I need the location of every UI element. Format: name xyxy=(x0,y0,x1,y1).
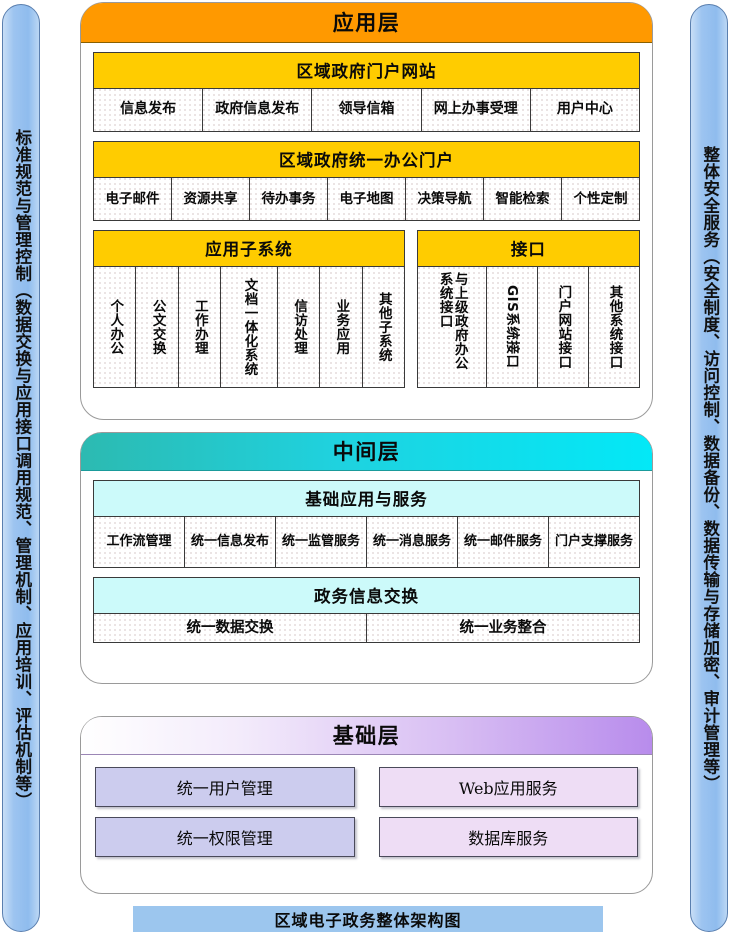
cell-basic-0[interactable]: 工作流管理 xyxy=(94,517,185,567)
module-basic-services: 基础应用与服务 工作流管理 统一信息发布 统一监管服务 统一消息服务 统一邮件服… xyxy=(93,480,640,568)
base-box-unified-permission-management[interactable]: 统一权限管理 xyxy=(95,817,355,857)
cell-interface-1[interactable]: GIS系统接口 xyxy=(486,267,538,387)
base-layer: 基础层 统一用户管理 Web应用服务 统一权限管理 数据库服务 xyxy=(80,716,653,894)
diagram-caption: 区域电子政务整体架构图 xyxy=(133,906,603,932)
base-layer-body: 统一用户管理 Web应用服务 统一权限管理 数据库服务 xyxy=(81,755,652,871)
right-pillar-label: 整体安全服务（安全制度、访问控制、数据备份、数据传输与存储加密、审计管理等） xyxy=(700,146,720,792)
cell-exchange-1[interactable]: 统一业务整合 xyxy=(367,614,639,642)
cell-interface-2[interactable]: 门户网站接口 xyxy=(537,267,589,387)
cell-subsystem-5[interactable]: 业务应用 xyxy=(320,267,363,387)
application-subsystem-header: 应用子系统 xyxy=(94,231,404,267)
module-application-subsystem: 应用子系统 个人办公 公文交换 工作办理 文档一体化系统 信访处理 业务应用 其… xyxy=(93,230,405,388)
cell-subsystem-5-label: 业务应用 xyxy=(333,299,350,355)
cell-interface-3[interactable]: 其他系统接口 xyxy=(588,267,639,387)
cell-interface-2-label: 门户网站接口 xyxy=(555,285,572,369)
base-box-unified-user-management[interactable]: 统一用户管理 xyxy=(95,767,355,807)
unified-office-portal-header: 区域政府统一办公门户 xyxy=(94,142,639,178)
cell-basic-1[interactable]: 统一信息发布 xyxy=(185,517,276,567)
cell-basic-5[interactable]: 门户支撑服务 xyxy=(549,517,639,567)
cell-interface-0[interactable]: 与上级政府办公系统接口 xyxy=(417,267,487,387)
base-box-database-service[interactable]: 数据库服务 xyxy=(378,817,638,857)
cell-basic-2[interactable]: 统一监管服务 xyxy=(276,517,367,567)
cell-subsystem-0[interactable]: 个人办公 xyxy=(94,267,137,387)
cell-office-1[interactable]: 资源共享 xyxy=(172,178,250,220)
middle-layer-title: 中间层 xyxy=(81,433,652,471)
module-info-exchange: 政务信息交换 统一数据交换 统一业务整合 xyxy=(93,577,640,643)
base-box-web-application-service[interactable]: Web应用服务 xyxy=(378,767,638,807)
base-layer-title: 基础层 xyxy=(81,717,652,755)
cell-office-6[interactable]: 个性定制 xyxy=(562,178,639,220)
cell-portal-0[interactable]: 信息发布 xyxy=(94,89,204,131)
cell-office-5[interactable]: 智能检索 xyxy=(484,178,562,220)
cell-subsystem-2[interactable]: 工作办理 xyxy=(178,267,222,387)
cell-subsystem-4[interactable]: 信访处理 xyxy=(277,267,321,387)
cell-portal-4[interactable]: 用户中心 xyxy=(530,89,640,131)
right-security-pillar: 整体安全服务（安全制度、访问控制、数据备份、数据传输与存储加密、审计管理等） xyxy=(690,4,728,932)
cell-office-0[interactable]: 电子邮件 xyxy=(94,178,172,220)
cell-basic-4[interactable]: 统一邮件服务 xyxy=(458,517,549,567)
left-pillar-label: 标准规范与管理控制（数据交换与应用接口调用规范、管理机制、应用培训、评估机制等） xyxy=(12,129,32,809)
cell-subsystem-1-label: 公文交换 xyxy=(149,299,166,355)
middle-layer: 中间层 基础应用与服务 工作流管理 统一信息发布 统一监管服务 统一消息服务 统… xyxy=(80,432,653,684)
info-exchange-cells: 统一数据交换 统一业务整合 xyxy=(94,614,639,642)
interface-cells: 与上级政府办公系统接口 GIS系统接口 门户网站接口 其他系统接口 xyxy=(417,267,639,387)
cell-interface-3-label: 其他系统接口 xyxy=(606,285,623,369)
application-subsystem-cells: 个人办公 公文交换 工作办理 文档一体化系统 信访处理 业务应用 其他子系统 xyxy=(94,267,404,387)
module-unified-office-portal: 区域政府统一办公门户 电子邮件 资源共享 待办事务 电子地图 决策导航 智能检索… xyxy=(93,141,640,221)
cell-subsystem-6-label: 其他子系统 xyxy=(375,292,392,362)
unified-office-portal-cells: 电子邮件 资源共享 待办事务 电子地图 决策导航 智能检索 个性定制 xyxy=(94,178,639,220)
basic-services-cells: 工作流管理 统一信息发布 统一监管服务 统一消息服务 统一邮件服务 门户支撑服务 xyxy=(94,517,639,567)
application-layer-title: 应用层 xyxy=(81,3,652,43)
cell-subsystem-1[interactable]: 公文交换 xyxy=(136,267,179,387)
cell-interface-0-label: 与上级政府办公系统接口 xyxy=(436,272,468,370)
cell-portal-3[interactable]: 网上办事受理 xyxy=(421,89,531,131)
cell-interface-1-label: GIS系统接口 xyxy=(504,285,521,369)
cell-subsystem-3-label: 文档一体化系统 xyxy=(241,278,258,376)
cell-exchange-0[interactable]: 统一数据交换 xyxy=(94,614,367,642)
cell-office-4[interactable]: 决策导航 xyxy=(406,178,484,220)
cell-subsystem-3[interactable]: 文档一体化系统 xyxy=(221,267,278,387)
basic-services-header: 基础应用与服务 xyxy=(94,481,639,517)
left-standards-pillar: 标准规范与管理控制（数据交换与应用接口调用规范、管理机制、应用培训、评估机制等） xyxy=(2,4,40,932)
middle-layer-body: 基础应用与服务 工作流管理 统一信息发布 统一监管服务 统一消息服务 统一邮件服… xyxy=(81,471,652,653)
cell-subsystem-6[interactable]: 其他子系统 xyxy=(362,267,404,387)
module-interface: 接口 与上级政府办公系统接口 GIS系统接口 门户网站接口 其他系统接口 xyxy=(416,230,640,388)
government-portal-header: 区域政府门户网站 xyxy=(94,53,639,89)
application-layer-body: 区域政府门户网站 信息发布 政府信息发布 领导信箱 网上办事受理 用户中心 区域… xyxy=(81,43,652,398)
government-portal-cells: 信息发布 政府信息发布 领导信箱 网上办事受理 用户中心 xyxy=(94,89,640,131)
cell-portal-2[interactable]: 领导信箱 xyxy=(312,89,422,131)
application-layer: 应用层 区域政府门户网站 信息发布 政府信息发布 领导信箱 网上办事受理 用户中… xyxy=(80,2,653,420)
subsystem-interface-row: 应用子系统 个人办公 公文交换 工作办理 文档一体化系统 信访处理 业务应用 其… xyxy=(93,230,640,388)
cell-subsystem-4-label: 信访处理 xyxy=(291,299,308,355)
cell-subsystem-0-label: 个人办公 xyxy=(107,299,124,355)
cell-basic-3[interactable]: 统一消息服务 xyxy=(367,517,458,567)
info-exchange-header: 政务信息交换 xyxy=(94,578,639,614)
cell-portal-1[interactable]: 政府信息发布 xyxy=(203,89,313,131)
cell-office-2[interactable]: 待办事务 xyxy=(250,178,328,220)
cell-office-3[interactable]: 电子地图 xyxy=(328,178,406,220)
cell-subsystem-2-label: 工作办理 xyxy=(191,299,208,355)
interface-header: 接口 xyxy=(417,231,639,267)
module-government-portal: 区域政府门户网站 信息发布 政府信息发布 领导信箱 网上办事受理 用户中心 xyxy=(93,52,640,132)
